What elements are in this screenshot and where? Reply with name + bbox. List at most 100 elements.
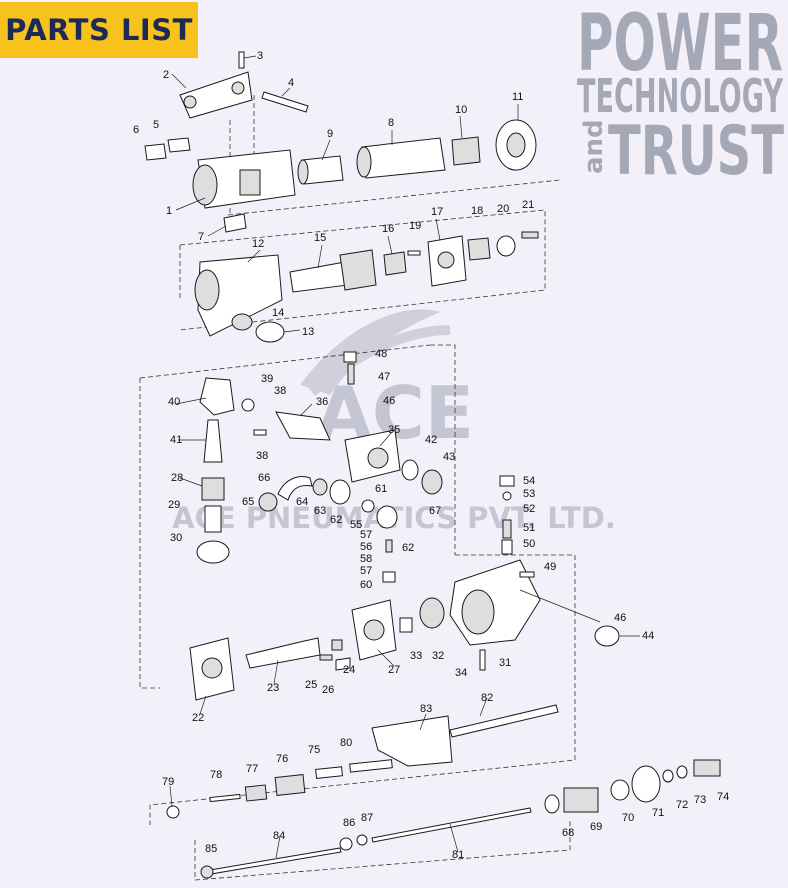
callout-label: 42 [425, 434, 437, 446]
part-gear-32 [419, 597, 445, 629]
parts-list-badge: PARTS LIST [0, 2, 198, 58]
callout-label: 3 [257, 50, 263, 62]
callout-label: 28 [171, 472, 183, 484]
part-body-50 [501, 539, 513, 555]
part-bushing-33 [399, 617, 413, 633]
callout-label: 43 [443, 451, 455, 463]
callout-label: 47 [378, 371, 390, 383]
part-ball-53 [502, 491, 512, 501]
part-rod-81 [371, 807, 532, 843]
callout-label: 83 [420, 703, 432, 715]
part-nut-85 [200, 865, 214, 879]
page-title: PARTS LIST [5, 13, 193, 47]
callout-label: 51 [523, 522, 535, 534]
part-rod-80 [349, 759, 393, 773]
part-fitting-65 [258, 492, 278, 512]
callout-label: 32 [432, 650, 444, 662]
part-pin-34 [479, 649, 486, 671]
part-cap-55 [376, 505, 398, 529]
part-spring-56 [385, 539, 393, 553]
callout-label: 27 [388, 664, 400, 676]
callout-label: 54 [523, 475, 535, 487]
part-bushing-9 [297, 155, 344, 185]
part-shaft-15 [289, 249, 377, 293]
part-valve-body-35 [344, 429, 401, 483]
callout-label: 49 [544, 561, 556, 573]
callout-label: 57 [360, 529, 372, 541]
part-wingnut-71 [631, 765, 661, 803]
callout-label: 63 [314, 505, 326, 517]
part-housing-27 [351, 599, 397, 661]
brand-word-and: and [579, 119, 609, 174]
callout-label: 76 [276, 753, 288, 765]
part-pin-3 [238, 51, 245, 69]
part-spring-43 [421, 469, 443, 495]
callout-label: 84 [273, 830, 285, 842]
part-nut-7 [223, 213, 247, 233]
callout-label: 70 [622, 812, 634, 824]
callout-label: 12 [252, 238, 264, 250]
callout-label: 53 [523, 488, 535, 500]
callout-label: 15 [314, 232, 326, 244]
part-oring-42 [401, 459, 419, 481]
callout-label: 34 [455, 667, 467, 679]
callout-label: 46 [383, 395, 395, 407]
callout-label: 82 [481, 692, 493, 704]
callout-label: 23 [267, 682, 279, 694]
callout-label: 22 [192, 712, 204, 724]
callout-label: 75 [308, 744, 320, 756]
part-nut-86 [339, 837, 353, 851]
callout-label: 24 [343, 664, 355, 676]
callout-label: 71 [652, 807, 664, 819]
callout-label: 20 [497, 203, 509, 215]
callout-label: 1 [166, 205, 172, 217]
part-nut-64 [312, 478, 328, 496]
callout-label: 30 [170, 532, 182, 544]
part-pin-38 [253, 429, 267, 436]
watermark: ACE ACE PNEUMATICS PVT. LTD. [172, 309, 616, 535]
part-washer-20 [496, 235, 516, 257]
part-gear-16 [383, 251, 407, 276]
part-fitting-69 [563, 787, 599, 813]
callout-label: 5 [153, 119, 159, 131]
callout-label: 56 [360, 541, 372, 553]
callout-label: 25 [305, 679, 317, 691]
callout-label: 7 [198, 231, 204, 243]
part-nut-28 [201, 477, 225, 501]
callout-label: 78 [210, 769, 222, 781]
callout-label: 8 [388, 117, 394, 129]
callout-label: 38 [256, 450, 268, 462]
callout-label: 81 [452, 849, 464, 861]
callout-label: 66 [258, 472, 270, 484]
part-pin-19 [407, 250, 421, 256]
callout-label: 85 [205, 843, 217, 855]
callout-label: 19 [409, 220, 421, 232]
part-tube-66 [277, 476, 313, 501]
callout-label: 58 [360, 553, 372, 565]
part-socket-30 [196, 540, 230, 564]
callout-label: 79 [162, 776, 174, 788]
part-block-26 [335, 657, 351, 671]
part-ring-13 [255, 321, 285, 343]
part-rod-78 [209, 793, 241, 803]
callout-labels: 1 2 3 4 5 6 7 8 9 10 11 12 13 14 15 16 1… [133, 50, 729, 861]
callout-label: 86 [343, 817, 355, 829]
callout-label: 57 [360, 565, 372, 577]
callout-label: 16 [382, 223, 394, 235]
part-key-6 [144, 143, 167, 161]
part-sleeve-29 [204, 505, 222, 533]
part-oring-70 [610, 779, 630, 801]
part-plate-22 [189, 637, 235, 701]
callout-label: 29 [168, 499, 180, 511]
brand-logo: POWER TECHNOLOGY and TRUST [577, 4, 784, 182]
callout-label: 44 [642, 630, 654, 642]
callout-label: 64 [296, 496, 308, 508]
callout-label: 11 [512, 91, 523, 103]
part-rod-46 [519, 589, 601, 623]
part-sleeve-8 [356, 137, 446, 179]
callout-label: 60 [360, 579, 372, 591]
part-body-1 [192, 149, 296, 209]
callout-label: 40 [168, 396, 180, 408]
part-cap-44 [594, 625, 620, 647]
